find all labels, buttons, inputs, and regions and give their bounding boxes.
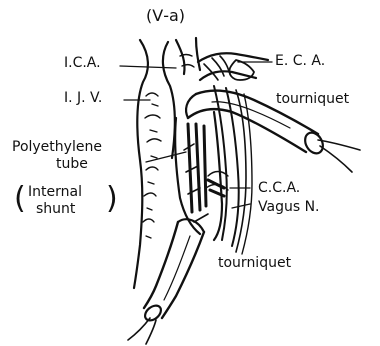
label-tourniquet-lower: tourniquet <box>218 256 291 271</box>
lower-tourniquet-tube <box>128 219 204 344</box>
shunt-open-paren: ( <box>14 184 26 214</box>
label-ijv: I. J. V. <box>64 91 102 106</box>
label-internal: Internal <box>28 185 82 200</box>
internal-carotid-artery <box>176 38 200 74</box>
label-eca: E. C. A. <box>275 54 325 69</box>
figure-title: (Ⅴ-a) <box>146 8 185 23</box>
label-tourniquet-upper: tourniquet <box>276 92 349 107</box>
label-polyethylene: Polyethylene <box>12 140 102 155</box>
label-vagus: Vagus N. <box>258 200 320 215</box>
external-carotid-artery <box>198 53 268 80</box>
shunt-close-paren: ) <box>106 184 118 214</box>
label-cca: C.C.A. <box>258 181 300 196</box>
label-ica: I.C.A. <box>64 56 101 71</box>
label-shunt: shunt <box>36 202 75 217</box>
label-tube: tube <box>56 157 88 172</box>
